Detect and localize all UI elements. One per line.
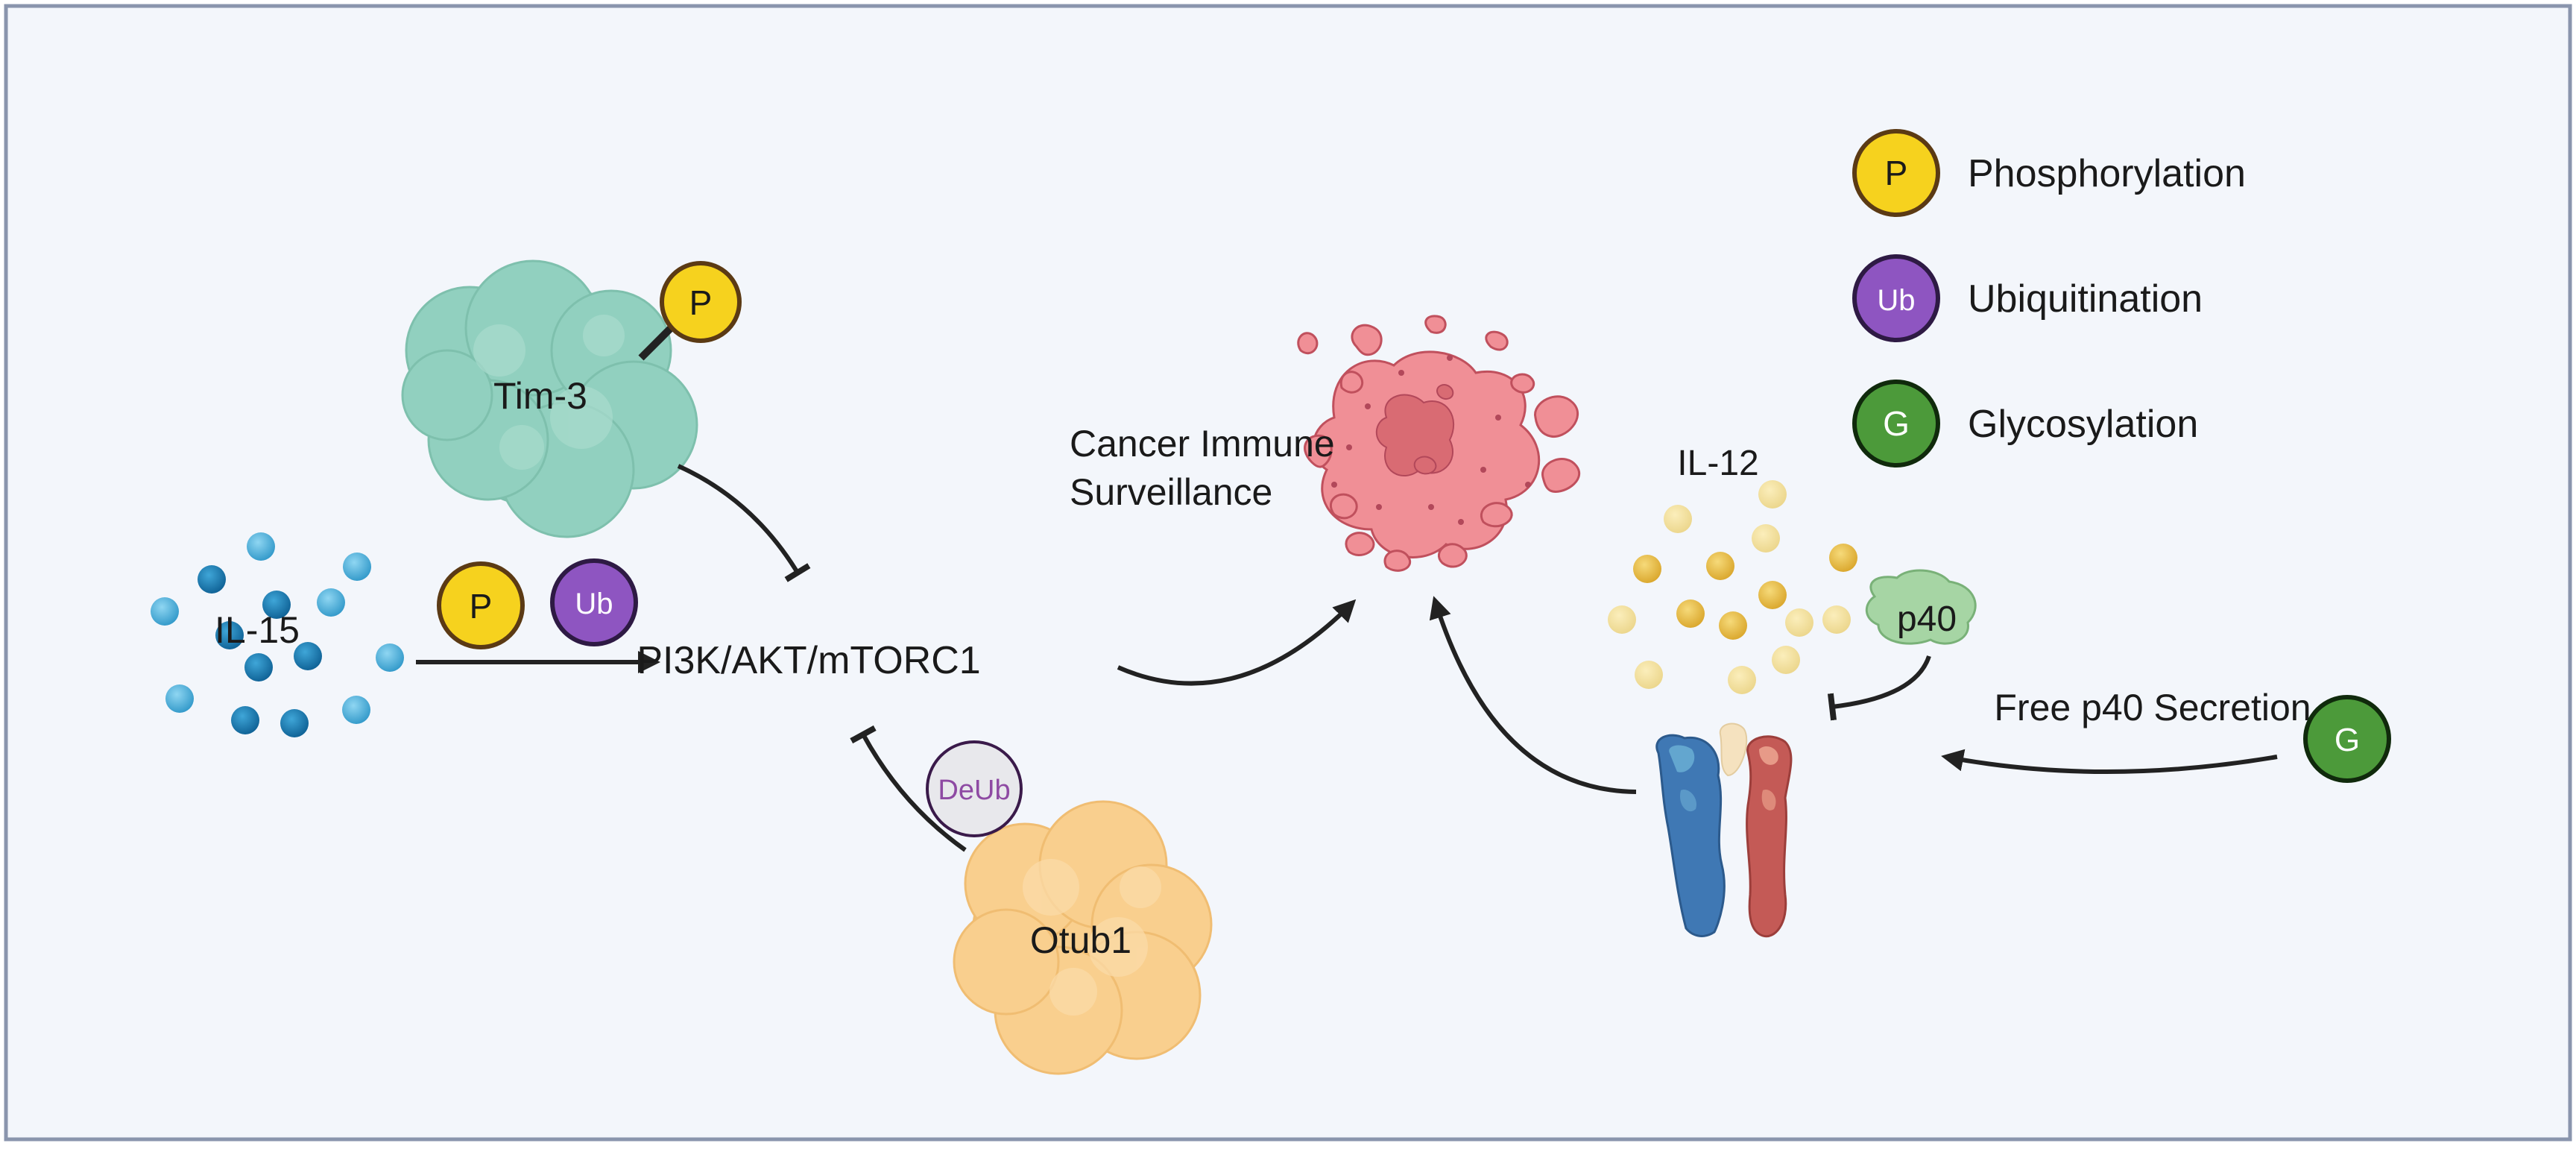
legend-symbol (1852, 380, 1940, 468)
tumor-cell-cluster (1297, 315, 1581, 572)
pathway-label: PI3K/AKT/mTORC1 (637, 639, 980, 682)
otub1-protein: Otub1 (953, 800, 1213, 1075)
receptor-to-cancer-arrow (1429, 596, 1637, 794)
otub1-deubiquitination-badge: DeUb (926, 740, 1023, 837)
il15-label: IL-15 (215, 609, 300, 651)
tim3-phosphorylation-badge: P (638, 261, 742, 361)
legend-item-glycosylation: G Glycosylation (1852, 380, 2198, 468)
free-p40-label: Free p40 Secretion (1994, 687, 2311, 728)
glycosylation-arrow (1941, 749, 2278, 774)
il15-cluster: IL-15 (151, 532, 404, 737)
svg-text:DeUb: DeUb (938, 775, 1010, 806)
il12-label: IL-12 (1677, 444, 1758, 483)
tumor-dots (1331, 355, 1531, 525)
pathway-to-cancer-arrow (1117, 599, 1357, 686)
svg-text:P: P (470, 587, 493, 626)
svg-text:G: G (2334, 722, 2360, 758)
p40-subunit: p40 (1865, 569, 1977, 645)
legend-label: Phosphorylation (1968, 152, 2246, 195)
legend-symbol-text: Ub (1877, 284, 1915, 317)
glycosylation-badge: G (2303, 695, 2391, 783)
svg-text:P: P (689, 283, 713, 322)
legend-label: Glycosylation (1968, 403, 2198, 446)
tim3-label: Tim-3 (493, 375, 587, 417)
p40-inhibition-arrow (1827, 655, 1931, 721)
cancer-label-line1: Cancer Immune (1070, 423, 1335, 465)
il15-ubiquitination-badge: Ub (550, 558, 638, 646)
svg-text:p40: p40 (1897, 599, 1957, 639)
cancer-label-line2: Surveillance (1070, 471, 1272, 513)
legend-label: Ubiquitination (1968, 277, 2203, 321)
il12-cluster (1608, 480, 1857, 694)
otub1-inhibition-arrow (850, 725, 967, 852)
legend-symbol-text: P (1885, 154, 1908, 192)
svg-text:Ub: Ub (575, 588, 613, 620)
il12-receptor (1655, 723, 1793, 938)
legend-item-phosphorylation: P Phosphorylation (1852, 129, 2246, 217)
tim3-inhibition-arrow (677, 464, 811, 582)
legend-symbol (1852, 129, 1940, 217)
tumor-nucleus (1375, 384, 1454, 477)
il15-phosphorylation-badge: P (437, 561, 525, 649)
legend-symbol-text: G (1883, 404, 1910, 443)
legend-item-ubiquitination: Ub Ubiquitination (1852, 254, 2203, 342)
legend-symbol (1852, 254, 1940, 342)
otub1-label: Otub1 (1030, 919, 1131, 961)
tim3-protein: Tim-3 (401, 259, 698, 538)
figure-frame (4, 4, 2572, 1142)
